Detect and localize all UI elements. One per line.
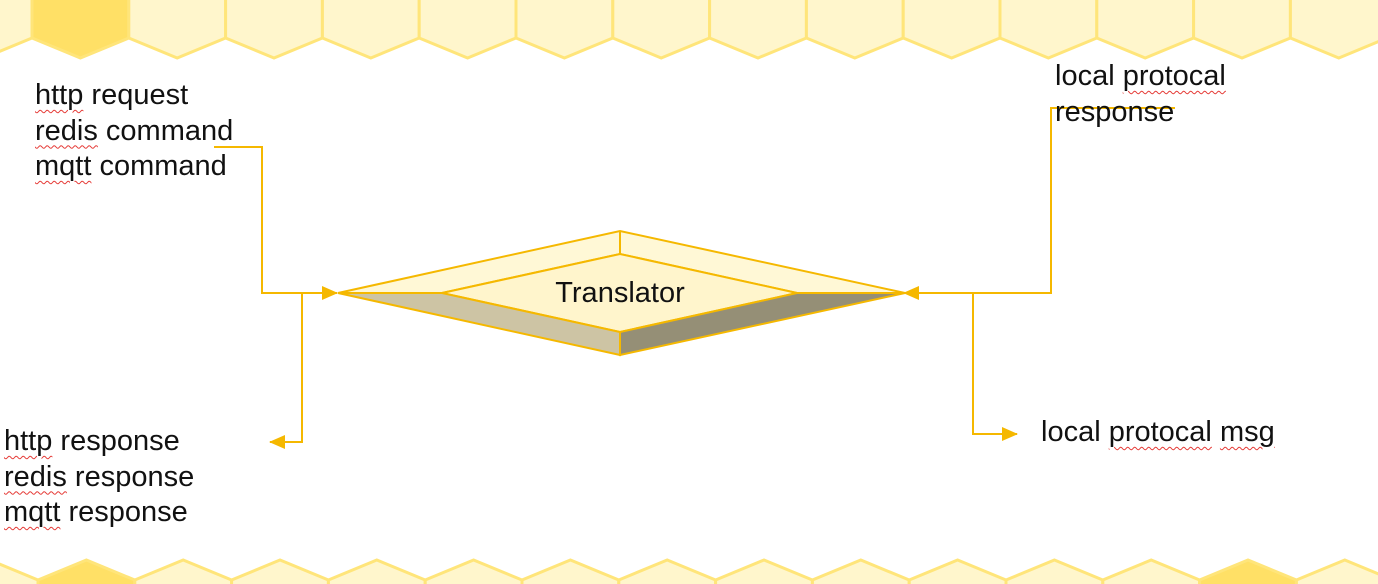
honeycomb-bottom-cell <box>520 558 621 584</box>
diamond-right-side <box>619 292 906 357</box>
local-response-line1: local protocal <box>1055 59 1226 95</box>
output-line-http-response: http response <box>4 424 194 460</box>
honeycomb-bottom-cell <box>1198 558 1298 584</box>
honeycomb-top-cell <box>514 0 615 60</box>
local-msg-space <box>1212 416 1220 448</box>
local-msg-word1: local <box>1041 416 1109 448</box>
output-line3-word1: mqtt <box>4 496 61 528</box>
honeycomb-bottom-cell <box>1101 558 1202 584</box>
honeycomb-top-cell <box>0 0 34 53</box>
honeycomb-bottom-cell <box>133 558 234 584</box>
output-line-mqtt-response: mqtt response <box>4 495 194 531</box>
honeycomb-bottom-cell <box>714 558 814 584</box>
translator-diamond <box>337 229 906 357</box>
honeycomb-top-cell <box>127 0 228 60</box>
honeycomb-top-cell <box>901 0 1002 60</box>
honeycomb-top-cell <box>1288 0 1378 60</box>
output-connector-arrow <box>269 293 303 449</box>
output-line2-word2: response <box>66 460 195 493</box>
local-response-line2: response <box>1055 95 1226 131</box>
honeycomb-bottom-cell <box>1294 558 1378 584</box>
input-line1-word2: request <box>83 79 189 111</box>
output-line1-word2: response <box>52 425 180 457</box>
honeycomb-top-cell <box>998 0 1099 60</box>
input-line2-word1: redis <box>35 114 98 147</box>
honeycomb-bottom-cell <box>810 558 911 584</box>
local-msg-word3: msg <box>1219 416 1275 448</box>
local-response-word3: response <box>1055 95 1175 128</box>
honeycomb-top-cell <box>224 0 324 60</box>
input-line-mqtt-command: mqtt command <box>35 149 233 185</box>
local-msg-line: local protocal msg <box>1041 415 1275 451</box>
honeycomb-bottom-cell <box>423 558 524 584</box>
local-protocol-response-label: local protocal response <box>1055 59 1226 130</box>
input-line3-word2: command <box>91 150 227 182</box>
input-protocol-labels: http request redis command mqtt command <box>35 78 233 185</box>
input-line1-word1: http <box>35 79 84 111</box>
honeycomb-top-cell <box>1095 0 1196 60</box>
input-line-http-request: http request <box>35 78 233 114</box>
input-line2-word2: command <box>97 114 234 147</box>
honeycomb-bottom-cell <box>907 558 1008 584</box>
input-line-redis-command: redis command <box>35 114 233 150</box>
output-line-redis-response: redis response <box>4 460 194 496</box>
local-response-connector-arrow <box>903 107 1175 300</box>
honeycomb-bottom-cell <box>1004 558 1105 584</box>
input-connector-arrow <box>214 146 338 300</box>
honeycomb-top-cell <box>611 0 712 60</box>
output-line3-word2: response <box>60 496 188 528</box>
translator-label: Translator <box>555 277 685 309</box>
honeycomb-top-cell <box>30 0 131 60</box>
local-response-word1: local <box>1055 60 1123 92</box>
honeycomb-top-cell <box>1192 0 1292 60</box>
honeycomb-top-cell <box>804 0 905 60</box>
honeycomb-top-border <box>0 0 1378 60</box>
honeycomb-bottom-cell <box>326 558 427 584</box>
input-line3-word1: mqtt <box>35 150 92 182</box>
honeycomb-bottom-cell <box>36 558 137 584</box>
honeycomb-bottom-cell <box>0 562 40 584</box>
honeycomb-top-cell <box>417 0 518 60</box>
honeycomb-top-cell <box>708 0 808 60</box>
honeycomb-top-cell <box>320 0 421 60</box>
honeycomb-bottom-border <box>0 558 1378 584</box>
local-msg-connector-arrow <box>972 293 1018 441</box>
output-line2-word1: redis <box>4 460 67 493</box>
honeycomb-bottom-cell <box>617 558 718 584</box>
local-response-word2: protocal <box>1122 60 1226 92</box>
output-protocol-labels: http response redis response mqtt respon… <box>4 424 194 531</box>
output-line1-word1: http <box>4 425 53 457</box>
local-msg-word2: protocal <box>1108 416 1212 448</box>
local-protocol-msg-label: local protocal msg <box>1041 415 1275 451</box>
honeycomb-bottom-cell <box>230 558 330 584</box>
